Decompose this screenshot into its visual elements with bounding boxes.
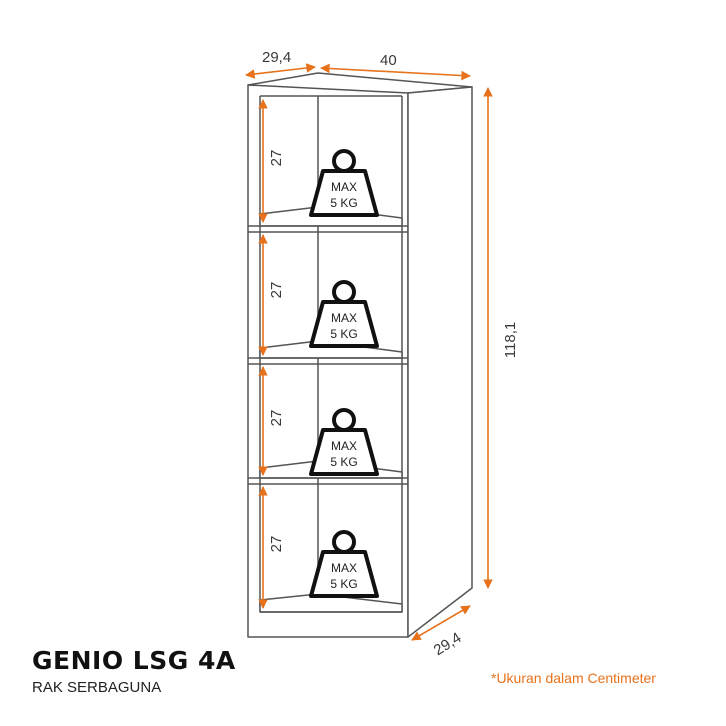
top-depth-label: 29,4 (262, 49, 291, 66)
weight-label-max: MAX (331, 561, 357, 575)
product-name: GENIO LSG 4A (32, 646, 236, 675)
shelf-height-label-4: 27 (268, 536, 285, 553)
shelf-height-label-2: 27 (268, 282, 285, 299)
weight-icon: MAX 5 KG (309, 408, 379, 476)
weight-label-max: MAX (331, 311, 357, 325)
weight-icon: MAX 5 KG (309, 149, 379, 217)
weight-icons: MAX 5 KG MAX 5 KG MAX 5 KG MAX 5 KG (309, 149, 379, 598)
bottom-depth-label: 29,4 (431, 629, 465, 659)
dimension-lines (245, 63, 493, 641)
shelf-side-panel (407, 86, 473, 638)
weight-label-kg: 5 KG (330, 196, 357, 210)
bottom-depth-line (411, 605, 471, 641)
shelf-height-label-3: 27 (268, 410, 285, 427)
weight-label-kg: 5 KG (330, 327, 357, 341)
weight-label-max: MAX (331, 439, 357, 453)
top-depth-line (245, 63, 316, 79)
weight-label-kg: 5 KG (330, 577, 357, 591)
weight-label-kg: 5 KG (330, 455, 357, 469)
top-width-label: 40 (380, 52, 397, 69)
top-width-line (320, 63, 471, 81)
weight-icon: MAX 5 KG (309, 530, 379, 598)
product-subtitle: RAK SERBAGUNA (32, 679, 162, 696)
weight-icon: MAX 5 KG (309, 280, 379, 348)
height-label: 118,1 (502, 322, 519, 358)
shelf-height-label-1: 27 (268, 150, 285, 167)
units-note: *Ukuran dalam Centimeter (491, 670, 656, 686)
weight-label-max: MAX (331, 180, 357, 194)
